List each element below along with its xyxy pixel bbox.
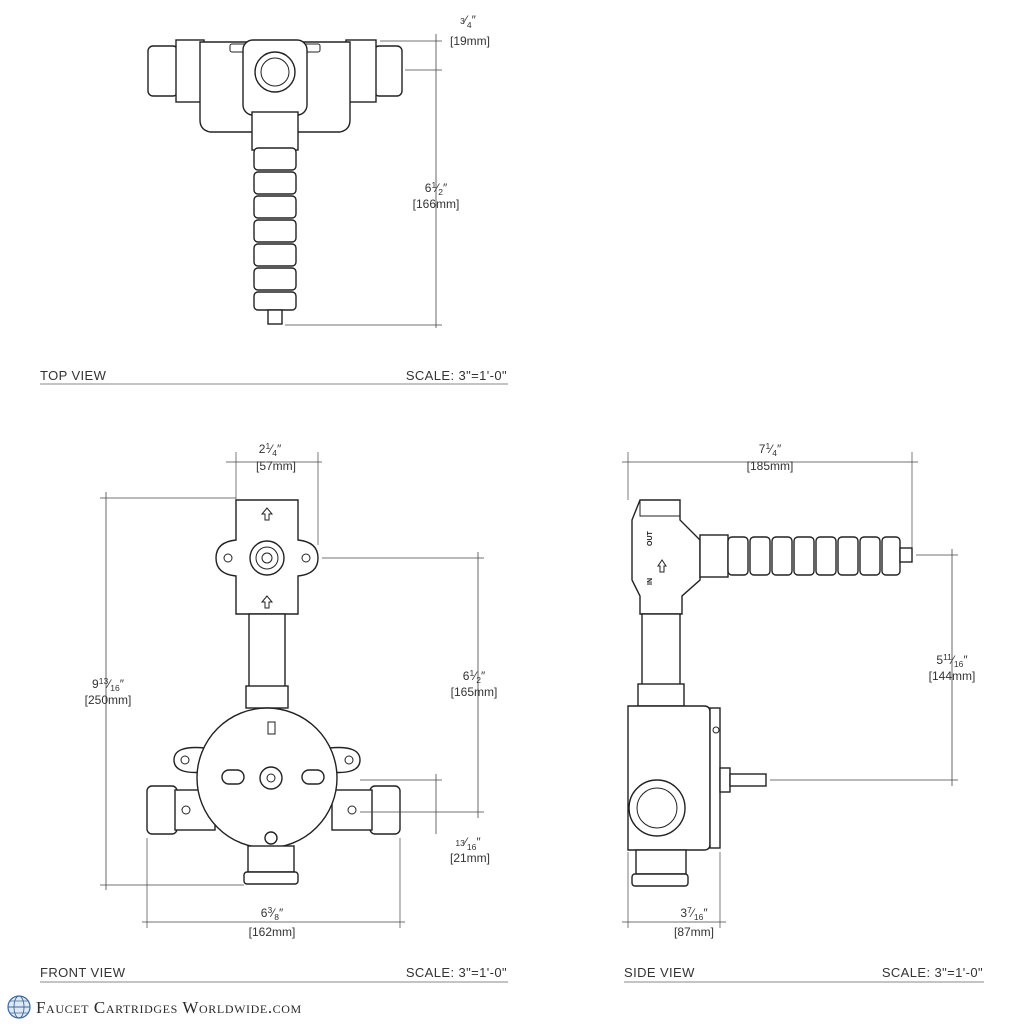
top-view-drawing xyxy=(147,39,403,325)
dim-front-thirteen-sixteenth: 13⁄16″ xyxy=(455,835,481,852)
dim-front-thirteen-sixteenth-mm: [21mm] xyxy=(450,851,490,865)
top-view-scale: SCALE: 3"=1'-0" xyxy=(406,368,507,383)
brand-text[interactable]: Faucet Cartridges Worldwide.com xyxy=(36,998,302,1017)
dim-front-six-three-eighth: 63⁄8″ xyxy=(261,905,284,922)
front-view-caption: FRONT VIEW xyxy=(40,965,126,980)
side-view-drawing: OUT IN xyxy=(627,499,913,887)
dim-side-five-mm: [144mm] xyxy=(929,669,976,683)
dim-side-three: 37⁄16″ xyxy=(680,905,708,922)
dim-front-six-half: 61⁄2″ xyxy=(463,668,486,685)
dim-front-nine: 913⁄16″ xyxy=(92,676,125,693)
side-view-caption: SIDE VIEW xyxy=(624,965,695,980)
globe-icon xyxy=(7,995,31,1019)
dim-front-six-half-mm: [165mm] xyxy=(451,685,498,699)
dim-side-seven-quarter: 71⁄4″ xyxy=(759,441,782,458)
front-view-drawing xyxy=(146,499,401,885)
front-view: 21⁄4″ [57mm] 913⁄16″ [250mm] 61⁄2″ [165m… xyxy=(40,441,508,983)
dim-front-six-three-eighth-mm: [162mm] xyxy=(249,925,296,939)
dim-front-nine-mm: [250mm] xyxy=(85,693,132,707)
dim-top-six-half-mm: [166mm] xyxy=(413,197,460,211)
side-view: OUT IN xyxy=(622,441,984,983)
dim-top-six-half: 61⁄2″ xyxy=(425,180,448,197)
dim-top-three-quarter-mm: [19mm] xyxy=(450,34,490,48)
brand-footer: Faucet Cartridges Worldwide.com xyxy=(7,995,302,1019)
side-label-out: OUT xyxy=(647,531,654,547)
dim-side-seven-quarter-mm: [185mm] xyxy=(747,459,794,473)
side-label-in: IN xyxy=(647,578,654,585)
top-view-spindle xyxy=(253,147,297,325)
dim-front-two-quarter-mm: [57mm] xyxy=(256,459,296,473)
front-view-scale: SCALE: 3"=1'-0" xyxy=(406,965,507,980)
dim-side-three-mm: [87mm] xyxy=(674,925,714,939)
side-view-scale: SCALE: 3"=1'-0" xyxy=(882,965,983,980)
dim-front-two-quarter: 21⁄4″ xyxy=(259,441,282,458)
side-view-spindle xyxy=(727,536,913,576)
top-view: 3⁄4″ [19mm] 61⁄2″ [166mm] TOP VIEW SCALE… xyxy=(40,13,508,385)
dim-side-five: 511⁄16″ xyxy=(936,652,968,669)
dim-top-three-quarter: 3⁄4″ xyxy=(460,13,476,30)
top-view-caption: TOP VIEW xyxy=(40,368,107,383)
